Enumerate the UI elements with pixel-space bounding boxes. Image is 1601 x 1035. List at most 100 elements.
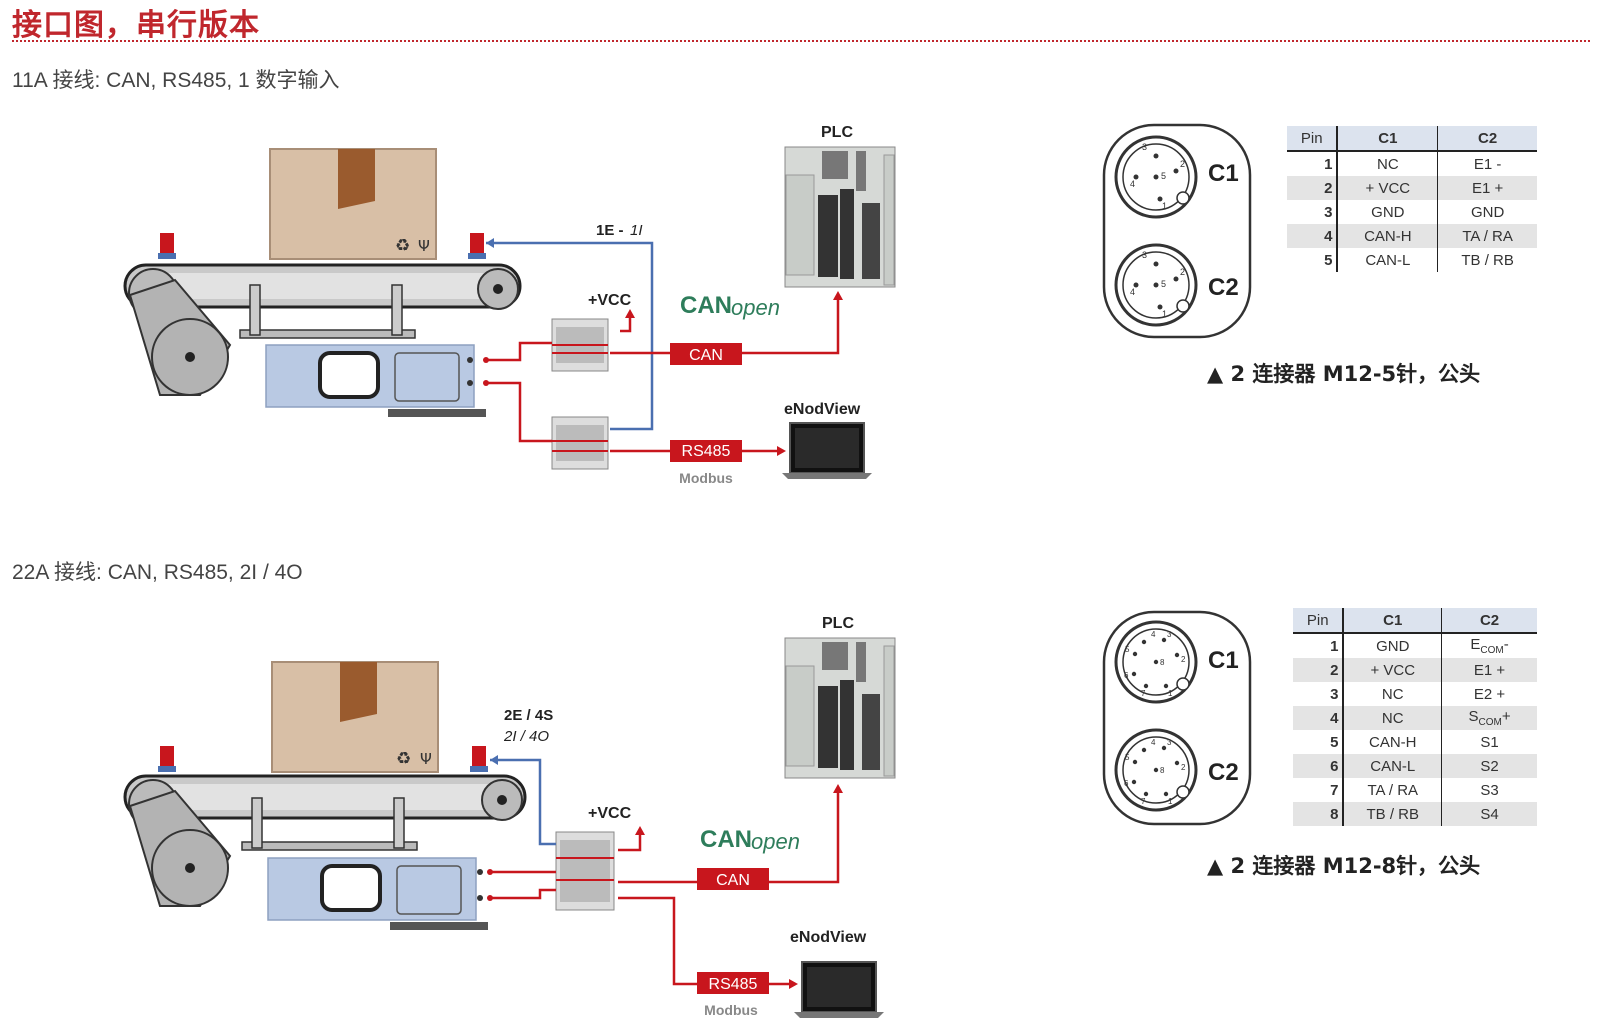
io-label-bold: 2E / 4S <box>504 707 553 724</box>
sensor-left <box>160 233 174 255</box>
pin-4: 4 <box>1130 287 1135 297</box>
io-label-bold: 1E - <box>596 222 624 239</box>
sensor-right <box>470 233 484 255</box>
header-c2: C2 <box>1437 126 1537 152</box>
pin-1: 1 <box>1162 201 1167 211</box>
wiring-diagram-11a: ♻ Ψ <box>123 123 1252 486</box>
canopen-logo-b: open <box>731 295 780 320</box>
section-heading-11a: 11A 接线: CAN, RS485, 1 数字输入 <box>12 69 340 92</box>
pin-4: 4 <box>1151 738 1156 747</box>
pin-7: 7 <box>1141 797 1146 806</box>
wires <box>490 758 840 986</box>
modbus-label: Modbus <box>704 1002 758 1018</box>
m12-5pin-connector: 3 2 5 4 1 3 2 5 4 1 C1 C2 <box>1102 123 1252 339</box>
conveyor-belt <box>123 774 527 907</box>
connector-c1-label: C1 <box>1208 160 1239 187</box>
pin-3: 3 <box>1167 630 1172 639</box>
vcc-label: +VCC <box>588 805 632 822</box>
io-label-italic: 2I / 4O <box>503 728 549 745</box>
terminal-block <box>555 831 615 911</box>
pin-1: 1 <box>1162 309 1167 319</box>
connector-caption-11a: ▲ 2 连接器 M12-5针，公头 <box>1207 362 1481 386</box>
enodview-laptop <box>782 422 872 479</box>
enodview-laptop <box>794 961 884 1018</box>
pin-8: 8 <box>1160 766 1165 775</box>
title-divider <box>12 40 1590 42</box>
m12-8pin-connector: 4 3 2 8 5 6 7 1 4 3 2 8 5 6 7 1 C1 C2 <box>1102 610 1252 826</box>
terminal-block-top <box>551 318 609 372</box>
page-title: 接口图，串行版本 <box>12 8 260 43</box>
modbus-label: Modbus <box>679 470 733 486</box>
vcc-label: +VCC <box>588 292 632 309</box>
plc-label: PLC <box>822 615 854 632</box>
rs485-tag-bg <box>697 972 769 994</box>
plc-unit <box>784 637 896 779</box>
header-c1: C1 <box>1337 126 1439 152</box>
plc-unit <box>784 146 896 288</box>
pin-2: 2 <box>1181 763 1186 772</box>
pin-5: 5 <box>1125 753 1130 762</box>
pin-3: 3 <box>1167 738 1172 747</box>
pin-3: 3 <box>1142 250 1147 260</box>
connector-caption-22a: ▲ 2 连接器 M12-8针，公头 <box>1207 854 1481 878</box>
pin-1: 1 <box>1168 797 1173 806</box>
canopen-logo-b: open <box>751 829 800 854</box>
sensor-right <box>472 746 486 768</box>
pin-2: 2 <box>1181 655 1186 664</box>
pin-7: 7 <box>1141 689 1146 698</box>
canopen-logo-a: CAN <box>680 292 732 319</box>
rs485-tag-bg <box>670 440 742 462</box>
pin-8: 8 <box>1160 658 1165 667</box>
enodview-label: eNodView <box>784 401 861 418</box>
svg-text:Ψ: Ψ <box>420 750 432 768</box>
conveyor-belt <box>123 263 522 396</box>
package-box: ♻ Ψ <box>269 148 437 260</box>
svg-text:♻: ♻ <box>396 749 411 769</box>
can-tag: CAN <box>689 347 723 364</box>
pin-4: 4 <box>1130 179 1135 189</box>
plc-label: PLC <box>821 124 853 141</box>
pin-6: 6 <box>1124 779 1129 788</box>
pin-5: 5 <box>1125 645 1130 654</box>
pin-6: 6 <box>1124 671 1129 680</box>
canopen-logo-a: CAN <box>700 826 752 853</box>
svg-text:♻: ♻ <box>395 236 410 256</box>
section-heading-22a: 22A 接线: CAN, RS485, 2I / 4O <box>12 561 303 584</box>
load-cell <box>265 344 486 417</box>
sensor-left <box>160 746 174 768</box>
can-tag: CAN <box>716 872 750 889</box>
header-c2: C2 <box>1441 608 1537 634</box>
can-tag-bg <box>697 868 769 890</box>
svg-text:Ψ: Ψ <box>418 237 430 255</box>
pin-1: 1 <box>1168 689 1173 698</box>
wiring-diagram-22a: ♻ Ψ <box>123 610 1252 1018</box>
can-tag-bg <box>670 343 742 365</box>
header-pin: Pin <box>1287 126 1339 152</box>
pin-2: 2 <box>1180 159 1185 169</box>
package-box: ♻ Ψ <box>271 661 439 773</box>
pin-3: 3 <box>1142 142 1147 152</box>
pin-5: 5 <box>1161 279 1166 289</box>
terminal-block-bottom <box>551 416 609 470</box>
rs485-tag: RS485 <box>709 976 758 993</box>
rs485-tag: RS485 <box>682 443 731 460</box>
connector-c1-label: C1 <box>1208 647 1239 674</box>
load-cell <box>267 857 488 930</box>
header-pin: Pin <box>1293 608 1345 634</box>
io-label-italic: 1I <box>630 222 643 239</box>
connector-c2-label: C2 <box>1208 759 1239 786</box>
enodview-label: eNodView <box>790 929 867 946</box>
